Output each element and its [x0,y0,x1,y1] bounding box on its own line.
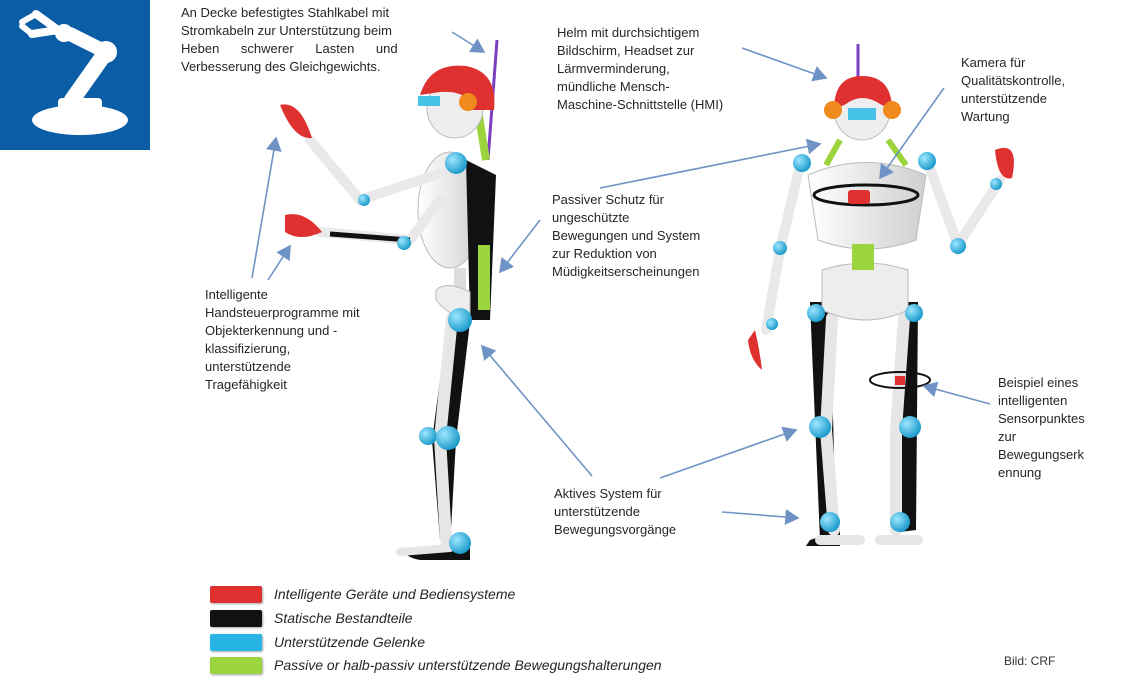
callout-line: Objekterkennung und - [205,323,338,338]
callout-line: unterstützende [961,91,1048,106]
front-hand-device [995,147,1014,179]
front-chest-camera [848,190,870,204]
callout-line: unterstützende [205,359,292,374]
callout-line: Kamera für [961,55,1026,70]
callout-hand: Intelligente Handsteuerprogramme mit Obj… [205,286,395,394]
callout-line: Maschine-Schnittstelle (HMI) [557,97,724,112]
callout-line: Sensorpunktes [998,411,1085,426]
callout-line: Bewegungen und System [552,228,701,243]
callout-camera: Kamera für Qualitätskontrolle, unterstüt… [961,54,1101,126]
callout-line: zur [998,429,1017,444]
callout-line: Verbesserung des Gleichgewichts. [181,59,381,74]
front-view-figure [748,44,1014,546]
callout-line: mündliche Mensch- [557,79,670,94]
legend-swatch [210,634,262,651]
arrow-active-side [480,344,593,477]
callout-line: Bewegungserk [998,447,1084,462]
legend-swatch [210,610,262,627]
callout-line: An Decke befestigtes Stahlkabel mit [181,5,390,20]
side-view-figure [280,39,499,560]
sensor-ring [869,371,931,389]
legend-label: Passive or halb-passiv unterstützende Be… [274,657,662,673]
callout-line: Helm mit durchsichtigem [557,25,700,40]
callout-line: ungeschützte [552,210,630,225]
arrow-helmet [741,47,828,82]
arrow-active-front-low [721,509,800,525]
callout-line: Stromkabeln zur Unterstützung beim [181,23,392,38]
arrow-hand-lower [267,244,291,281]
callout-line: Aktives System für [554,486,662,501]
callout-cable: An Decke befestigtes Stahlkabel mit Stro… [181,4,439,76]
arrow-active-front [659,426,798,479]
callout-line: Handsteuerprogramme mit [205,305,360,320]
legend-label: Intelligente Geräte und Bediensysteme [274,586,516,602]
callout-line: Bildschirm, Headset zur [557,43,695,58]
callout-line: klassifizierung, [205,341,291,356]
callout-line: ennung [998,465,1042,480]
callout-line: Intelligente [205,287,268,302]
callout-line: Qualitätskontrolle, [961,73,1066,88]
callout-active: Aktives System für unterstützende Bewegu… [554,485,724,539]
legend-label: Statische Bestandteile [274,610,413,626]
side-lower-hand-device [285,214,322,237]
legend-swatch [210,586,262,603]
front-pelvis [821,262,909,321]
front-helmet [834,76,892,110]
callout-line: Wartung [961,109,1010,124]
callout-line: unterstützende [554,504,641,519]
callout-line: Bewegungsvorgänge [554,522,677,537]
callout-line: Beispiel eines [998,375,1079,390]
arrow-passive-side [499,219,541,274]
arrow-cable [451,31,486,53]
callout-line: Tragefähigkeit [205,377,287,392]
callout-line: Passiver Schutz für [552,192,664,207]
side-back-passive [478,245,490,310]
callout-sensor: Beispiel eines intelligenten Sensorpunkt… [998,374,1108,482]
callout-line: Heben schwerer Lasten und [181,41,398,56]
side-upper-hand-device [280,104,312,139]
arrow-hand-upper [251,136,282,279]
callout-passive: Passiver Schutz für ungeschützte Bewegun… [552,191,732,281]
robot-arm-logo [0,0,150,150]
arrow-camera [879,87,945,180]
callout-helmet: Helm mit durchsichtigem Bildschirm, Head… [557,24,757,114]
robot-arm-icon [0,0,150,150]
image-credit: Bild: CRF [1004,654,1056,668]
arrow-sensor [922,381,991,405]
callout-line: intelligenten [998,393,1068,408]
callout-line: zur Reduktion von [552,246,657,261]
legend-swatch [210,657,262,674]
callout-line: Lärmverminderung, [557,61,670,76]
callout-arrows [251,31,991,525]
legend-label: Unterstützende Gelenke [274,634,425,650]
arrow-passive-front [599,138,822,189]
callout-line: Müdigkeitserscheinungen [552,264,700,279]
